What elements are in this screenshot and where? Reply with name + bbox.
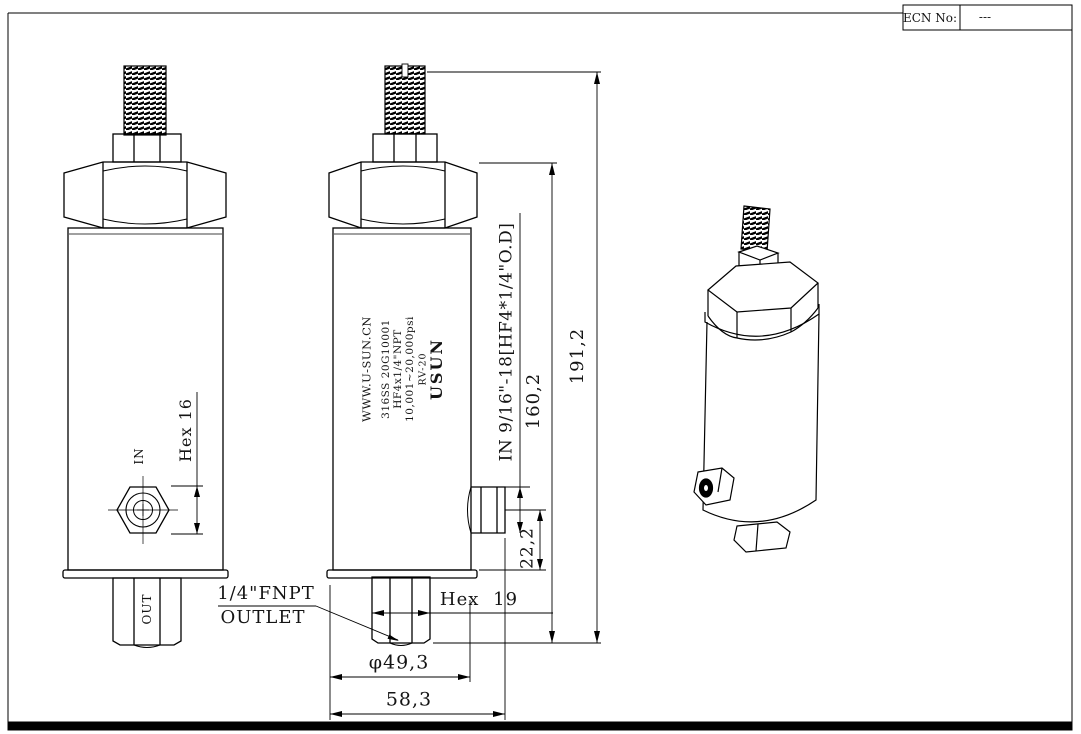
ecn-value: --- (978, 10, 992, 24)
outlet-callout-line2: OUTLET (220, 607, 306, 628)
inlet-port-side (467, 486, 506, 534)
brand-material-serial: 316SS 20G10001 (379, 319, 392, 419)
dim-hex16-lines (171, 392, 203, 535)
dim-inlet-offset: 22,2 (517, 527, 538, 569)
front-out-label: OUT (140, 593, 154, 625)
dim-body-height: 160,2 (523, 372, 544, 430)
brand-website: WWW.U-SUN.CN (359, 316, 374, 422)
dim-body-diameter: φ49,3 (368, 651, 430, 674)
dim-overall-width: 58,3 (385, 688, 433, 711)
brand-connection: HF4x1/4"NPT (391, 329, 404, 409)
dim-overall-height: 191,2 (567, 327, 588, 385)
page-frame (7, 4, 1073, 731)
iso-inlet-port (693, 467, 735, 506)
front-view (62, 65, 229, 648)
front-hex16-dim: Hex 16 (176, 398, 195, 462)
front-in-label: IN (132, 447, 146, 465)
inlet-port-face (108, 476, 178, 544)
section-view (326, 63, 506, 646)
dim-outlet-hex: Hex 19 (439, 589, 519, 610)
ecn-label: ECN No: (902, 11, 958, 25)
brand-name: USUN (427, 337, 446, 401)
brand-pressure-range: 10,001~20,000psi (403, 316, 416, 422)
inlet-spec-label: IN 9/16"-18[HF4*1/4"O.D] (496, 222, 517, 462)
outlet-callout-line1: 1/4"FNPT (217, 583, 315, 604)
brand-model: RV-20 (417, 352, 429, 386)
section-dimensions (218, 71, 601, 720)
isometric-view (693, 205, 820, 553)
